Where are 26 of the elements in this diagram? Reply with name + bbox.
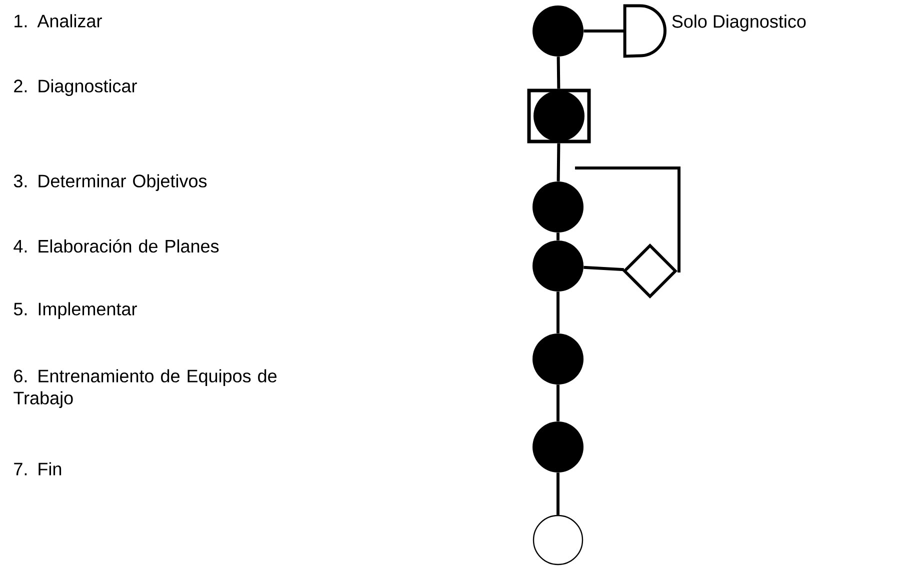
connector-line — [556, 384, 560, 422]
connector-line — [575, 166, 680, 272]
step-circle — [532, 182, 584, 232]
step-label: 4. Elaboración de Planes — [14, 239, 219, 253]
step-circle — [534, 90, 584, 142]
connector-line — [584, 266, 624, 272]
side-label: Solo Diagnostico — [672, 14, 806, 32]
step-label: 3. Determinar Objetivos — [14, 174, 207, 191]
step-circle — [532, 514, 584, 566]
step-circle — [532, 334, 584, 384]
step-label: 1. Analizar — [14, 14, 102, 28]
square-frame — [527, 88, 591, 144]
step-label: 7. Fin — [14, 462, 62, 476]
step-circle — [532, 6, 584, 56]
step-circle — [532, 240, 584, 292]
step-circle — [532, 422, 584, 472]
connector-line — [556, 56, 560, 89]
connector-line — [556, 292, 560, 334]
connector-line — [556, 232, 560, 240]
connector-line — [556, 472, 560, 515]
step-label: 2. Diagnosticar — [14, 79, 137, 96]
step-label: 5. Implementar — [14, 302, 137, 319]
d-shape — [623, 4, 666, 58]
connector-line — [584, 30, 625, 32]
step-label: 6. Entrenamiento de Equipos de Trabajo — [14, 369, 277, 408]
connector-line — [556, 143, 560, 182]
